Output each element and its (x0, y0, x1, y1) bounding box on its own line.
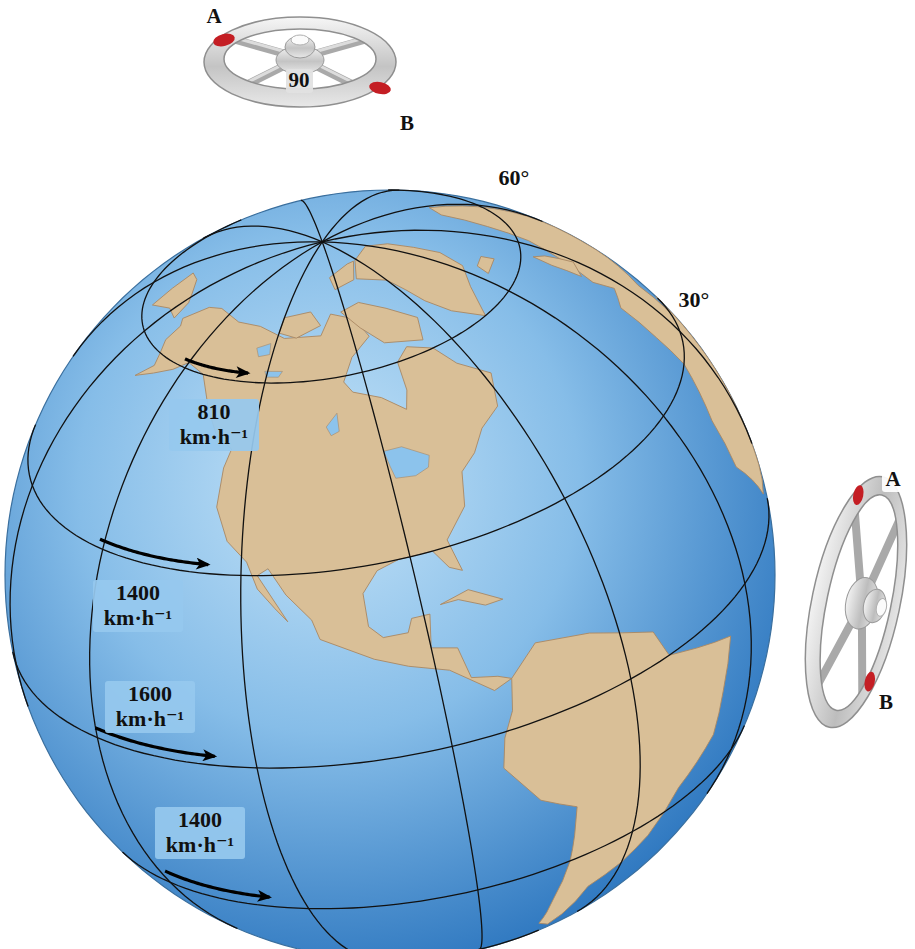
point-label: B (397, 112, 417, 136)
globe (5, 190, 775, 949)
latitude-label: 60° (496, 166, 533, 191)
landmass (504, 632, 731, 924)
wheel-knob (860, 587, 889, 625)
grid-line (73, 242, 322, 357)
speed-arrow (165, 871, 269, 897)
grid-line (322, 242, 640, 912)
grid-line (203, 226, 322, 242)
marker-dot (863, 671, 877, 693)
latitude-label: 30° (676, 288, 713, 313)
speed-arrow (100, 539, 208, 565)
grid-line (322, 242, 482, 949)
grid-line (90, 242, 323, 929)
wheel-spokes (815, 505, 901, 701)
lake (326, 413, 339, 436)
point-label: A (203, 5, 224, 29)
grid-line (322, 204, 542, 242)
grid-line (322, 242, 751, 794)
landmass (355, 244, 486, 316)
grid-line (10, 242, 322, 707)
grid-line (322, 230, 752, 443)
wheel-knob (291, 35, 309, 45)
grid-line (322, 190, 399, 242)
ocean (5, 190, 775, 949)
point-label: A (882, 468, 903, 492)
grid-line (301, 200, 322, 241)
marker-dot (368, 80, 392, 96)
angle-label: 90 (286, 69, 313, 93)
grid-line (123, 725, 745, 908)
wheel-knob (285, 36, 315, 58)
marker-dot (851, 484, 865, 506)
lakes (257, 344, 429, 479)
marker-dot (212, 32, 236, 49)
grid-line (28, 298, 684, 576)
landmass (429, 206, 763, 494)
grid-line (241, 242, 381, 949)
landmass (341, 302, 423, 342)
grid-line (142, 190, 521, 383)
point-label: B (876, 691, 896, 715)
speed-arrow (185, 359, 248, 373)
grid-line (392, 930, 539, 949)
landmass (533, 256, 581, 277)
graticule (10, 190, 769, 949)
gyroscope-wheel (204, 17, 396, 107)
wheel-rim (204, 17, 396, 107)
landmass (440, 590, 502, 605)
lake (257, 344, 271, 357)
grid-line (13, 498, 769, 768)
wheel-rim (786, 468, 915, 737)
speed-label: 810 km·h⁻¹ (169, 399, 259, 450)
speed-label: 1400 km·h⁻¹ (93, 580, 183, 631)
speed-label: 1400 km·h⁻¹ (155, 807, 245, 858)
landmass (135, 307, 512, 690)
gyroscope-wheel (786, 468, 915, 737)
lake (384, 447, 430, 479)
landmass (477, 256, 494, 273)
speed-label: 1600 km·h⁻¹ (105, 681, 195, 732)
wheel-knob (875, 598, 889, 618)
